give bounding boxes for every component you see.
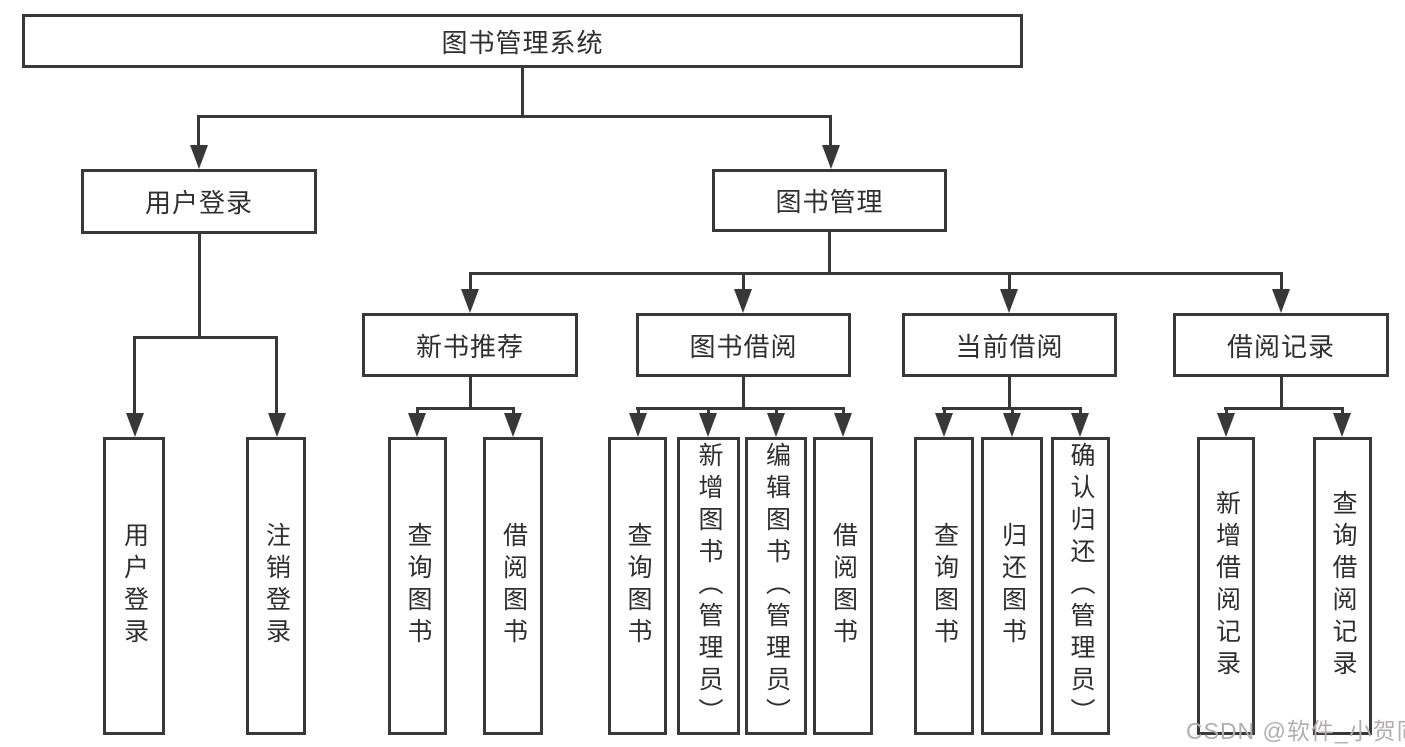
connector-new-book-rec-stem bbox=[469, 377, 472, 407]
arrowhead-book-borrowing bbox=[734, 289, 752, 313]
arrowhead-query-record bbox=[1333, 413, 1351, 437]
connector-stub-new-book-recommend bbox=[469, 273, 472, 292]
connector-user-login-stem bbox=[198, 234, 201, 336]
leaf-return-books: 归还图书 bbox=[981, 437, 1043, 735]
connector-stub-borrow-books-bb bbox=[842, 407, 845, 417]
connector-stub-edit-books bbox=[775, 407, 778, 417]
connector-stub-borrowing-records bbox=[1280, 273, 1283, 292]
arrowhead-edit-books bbox=[767, 413, 785, 437]
leaf-edit-books-admin: 编辑图书（管理员） bbox=[745, 437, 807, 735]
connector-user-login-hline bbox=[133, 336, 278, 339]
leaf-query-borrow-record: 查询借阅记录 bbox=[1313, 437, 1372, 735]
leaf-logout: 注销登录 bbox=[246, 437, 306, 735]
node-book-management: 图书管理 bbox=[712, 169, 947, 232]
leaf-query-books-recommend: 查询图书 bbox=[388, 437, 447, 735]
arrowhead-new-book-recommend bbox=[461, 289, 479, 313]
connector-stub-add-record bbox=[1225, 407, 1228, 417]
connector-stub-query-books-rec bbox=[416, 407, 419, 417]
connector-stub-confirm-return bbox=[1079, 407, 1082, 417]
leaf-borrow-books-borrowing: 借阅图书 bbox=[813, 437, 873, 735]
node-library-management-system: 图书管理系统 bbox=[22, 14, 1023, 68]
connector-stub-query-record bbox=[1341, 407, 1344, 417]
arrowhead-add-record bbox=[1217, 413, 1235, 437]
connector-stub-logout bbox=[275, 336, 278, 414]
arrowhead-return-books bbox=[1003, 413, 1021, 437]
arrowhead-login bbox=[126, 413, 144, 437]
connector-stub-return-books bbox=[1011, 407, 1014, 417]
connector-stub-add-books bbox=[707, 407, 710, 417]
connector-current-borrow-stem bbox=[1008, 377, 1011, 407]
node-new-book-recommend: 新书推荐 bbox=[362, 313, 578, 377]
connector-stub-book-borrowing bbox=[742, 273, 745, 292]
arrowhead-query-books-rec bbox=[408, 413, 426, 437]
leaf-query-books-borrowing: 查询图书 bbox=[608, 437, 667, 735]
leaf-confirm-return-admin: 确认归还（管理员） bbox=[1051, 437, 1110, 735]
arrowhead-add-books bbox=[699, 413, 717, 437]
connector-borrow-records-hline bbox=[1224, 407, 1344, 410]
arrowhead-borrow-books-rec bbox=[504, 413, 522, 437]
leaf-user-login: 用户登录 bbox=[103, 437, 165, 735]
arrowhead-borrowing-records bbox=[1272, 289, 1290, 313]
arrowhead-query-books-bb bbox=[629, 413, 647, 437]
connector-root-stem bbox=[521, 68, 524, 115]
arrowhead-query-books-cb bbox=[935, 413, 953, 437]
connector-new-book-rec-hline bbox=[416, 407, 515, 410]
connector-book-borrow-stem bbox=[742, 377, 745, 407]
leaf-add-books-admin: 新增图书（管理员） bbox=[677, 437, 740, 735]
arrowhead-user-login bbox=[190, 145, 208, 169]
connector-book-borrow-hline bbox=[636, 407, 845, 410]
arrowhead-book-mgmt bbox=[822, 145, 840, 169]
node-book-borrowing: 图书借阅 bbox=[636, 313, 851, 377]
leaf-query-books-current: 查询图书 bbox=[914, 437, 974, 735]
arrowhead-borrow-books-bb bbox=[834, 413, 852, 437]
node-user-login: 用户登录 bbox=[81, 169, 317, 234]
connector-stub-query-books-bb bbox=[637, 407, 640, 417]
node-current-borrowing: 当前借阅 bbox=[902, 313, 1117, 377]
connector-root-hline bbox=[197, 115, 832, 118]
watermark: CSDN @软件_小贺同学 bbox=[1186, 718, 1405, 744]
connector-stub-current-borrowing bbox=[1008, 273, 1011, 292]
arrowhead-logout bbox=[268, 413, 286, 437]
connector-stub-borrow-books-rec bbox=[512, 407, 515, 417]
arrowhead-confirm-return bbox=[1071, 413, 1089, 437]
leaf-borrow-books-recommend: 借阅图书 bbox=[483, 437, 543, 735]
connector-stub-user-login bbox=[197, 115, 200, 147]
connector-book-mgmt-stem bbox=[828, 232, 831, 274]
connector-stub-query-books-cb bbox=[943, 407, 946, 417]
arrowhead-current-borrowing bbox=[1000, 289, 1018, 313]
connector-borrow-records-stem bbox=[1280, 377, 1283, 407]
node-borrowing-records: 借阅记录 bbox=[1173, 313, 1389, 377]
connector-book-mgmt-hline bbox=[469, 272, 1283, 275]
connector-stub-book-mgmt bbox=[829, 115, 832, 147]
leaf-add-borrow-record: 新增借阅记录 bbox=[1197, 437, 1255, 735]
connector-stub-login bbox=[133, 336, 136, 414]
